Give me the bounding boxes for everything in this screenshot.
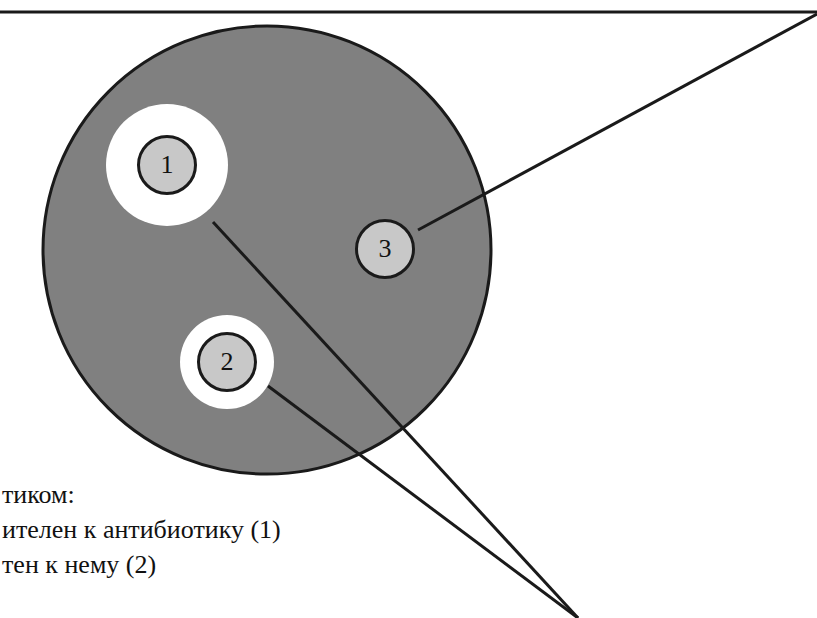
leader-line — [213, 222, 578, 618]
inhibition-zone — [180, 315, 274, 409]
inhibition-zone — [106, 104, 228, 226]
caption-line: тен к нему (2) — [2, 552, 156, 578]
antibiotic-disc: 1 — [137, 135, 197, 195]
leader-line — [268, 386, 578, 618]
callout-number: 3 — [355, 219, 415, 279]
antibiotic-disc: 2 — [197, 332, 257, 392]
top-rule — [0, 11, 817, 14]
caption-line: тиком: — [2, 482, 75, 508]
antibiotic-disc: 3 — [355, 219, 415, 279]
caption-line: ителен к антибиотику (1) — [2, 517, 281, 543]
petri-dish — [43, 26, 491, 474]
callout-number: 2 — [197, 332, 257, 392]
callout-number: 1 — [137, 135, 197, 195]
leader-line — [418, 14, 817, 230]
